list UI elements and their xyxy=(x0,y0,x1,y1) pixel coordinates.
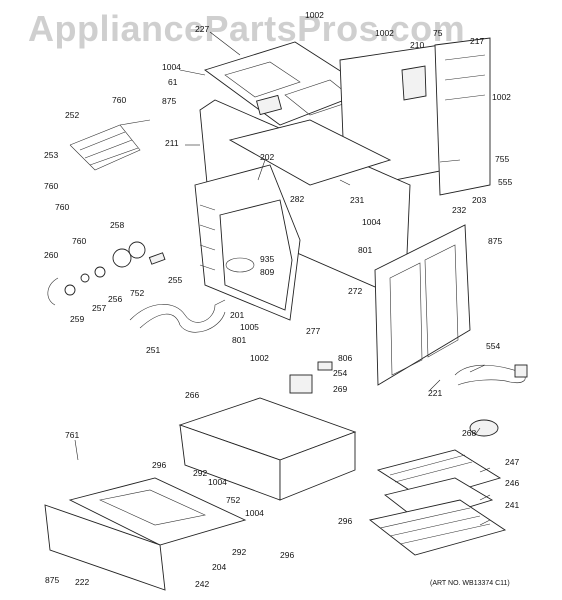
callout: 292 xyxy=(232,547,246,557)
callout: 760 xyxy=(112,95,126,105)
callout: 296 xyxy=(152,460,166,470)
callout: 801 xyxy=(232,335,246,345)
callout: 809 xyxy=(260,267,274,277)
callout: 241 xyxy=(505,500,519,510)
callout: 277 xyxy=(306,326,320,336)
callout: 752 xyxy=(226,495,240,505)
callout: 210 xyxy=(410,40,424,50)
storage-drawer xyxy=(44,477,247,591)
callout: 1004 xyxy=(208,477,227,487)
callout: 247 xyxy=(505,457,519,467)
art-number: (ART NO. WB13374 C11) xyxy=(430,580,510,587)
callout: 203 xyxy=(472,195,486,205)
drawer-base xyxy=(178,397,357,501)
callout: 266 xyxy=(185,390,199,400)
callout: 282 xyxy=(290,194,304,204)
watermark: AppliancePartsPros.com xyxy=(28,8,466,49)
callout: 257 xyxy=(92,303,106,313)
oven-cavity xyxy=(194,164,301,321)
callout: 1004 xyxy=(245,508,264,518)
callout: 296 xyxy=(338,516,352,526)
callout: 875 xyxy=(45,575,59,585)
callout: 251 xyxy=(146,345,160,355)
callout: 801 xyxy=(358,245,372,255)
callout: 231 xyxy=(350,195,364,205)
broiler-pan xyxy=(368,449,507,556)
callout: 935 xyxy=(260,254,274,264)
terminal-block xyxy=(289,361,333,394)
callout: 61 xyxy=(168,77,178,87)
callout: 75 xyxy=(433,28,443,38)
broil-element xyxy=(69,119,151,171)
fan-assembly xyxy=(47,241,166,306)
callout: 760 xyxy=(55,202,69,212)
power-cord xyxy=(454,364,528,386)
callout-labels: 1002 227 1002 210 75 217 1004 61 875 252… xyxy=(44,10,519,589)
callout: 554 xyxy=(486,341,500,351)
callout: 555 xyxy=(498,177,512,187)
callout: 253 xyxy=(44,150,58,160)
callout: 1004 xyxy=(362,217,381,227)
callout: 256 xyxy=(108,294,122,304)
callout: 1002 xyxy=(492,92,511,102)
callout: 272 xyxy=(348,286,362,296)
callout: 255 xyxy=(168,275,182,285)
callout: 1002 xyxy=(375,28,394,38)
callout: 760 xyxy=(72,236,86,246)
callout: 254 xyxy=(333,368,347,378)
callout: 292 xyxy=(193,468,207,478)
callout: 252 xyxy=(65,110,79,120)
callout: 875 xyxy=(162,96,176,106)
callout: 217 xyxy=(470,36,484,46)
callout: 1002 xyxy=(305,10,324,20)
callout: 211 xyxy=(165,138,179,148)
callout: 201 xyxy=(230,310,244,320)
callout: 760 xyxy=(44,181,58,191)
callout: 232 xyxy=(452,205,466,215)
callout: 258 xyxy=(110,220,124,230)
callout: 268 xyxy=(462,428,476,438)
callout: 755 xyxy=(495,154,509,164)
callout: 752 xyxy=(130,288,144,298)
callout: 221 xyxy=(428,388,442,398)
callout: 269 xyxy=(333,384,347,394)
callout: 761 xyxy=(65,430,79,440)
callout: 246 xyxy=(505,478,519,488)
callout: 1002 xyxy=(250,353,269,363)
callout: 1005 xyxy=(240,322,259,332)
callout: 296 xyxy=(280,550,294,560)
callout: 242 xyxy=(195,579,209,589)
oven-door xyxy=(374,224,471,386)
callout: 875 xyxy=(488,236,502,246)
callout: 227 xyxy=(195,24,209,34)
callout: 806 xyxy=(338,353,352,363)
callout: 260 xyxy=(44,250,58,260)
callout: 1004 xyxy=(162,62,181,72)
callout: 222 xyxy=(75,577,89,587)
callout: 202 xyxy=(260,152,274,162)
bake-element xyxy=(129,299,226,333)
leader-lines xyxy=(74,31,491,526)
callout: 259 xyxy=(70,314,84,324)
callout: 204 xyxy=(212,562,226,572)
rear-cover xyxy=(434,37,491,196)
